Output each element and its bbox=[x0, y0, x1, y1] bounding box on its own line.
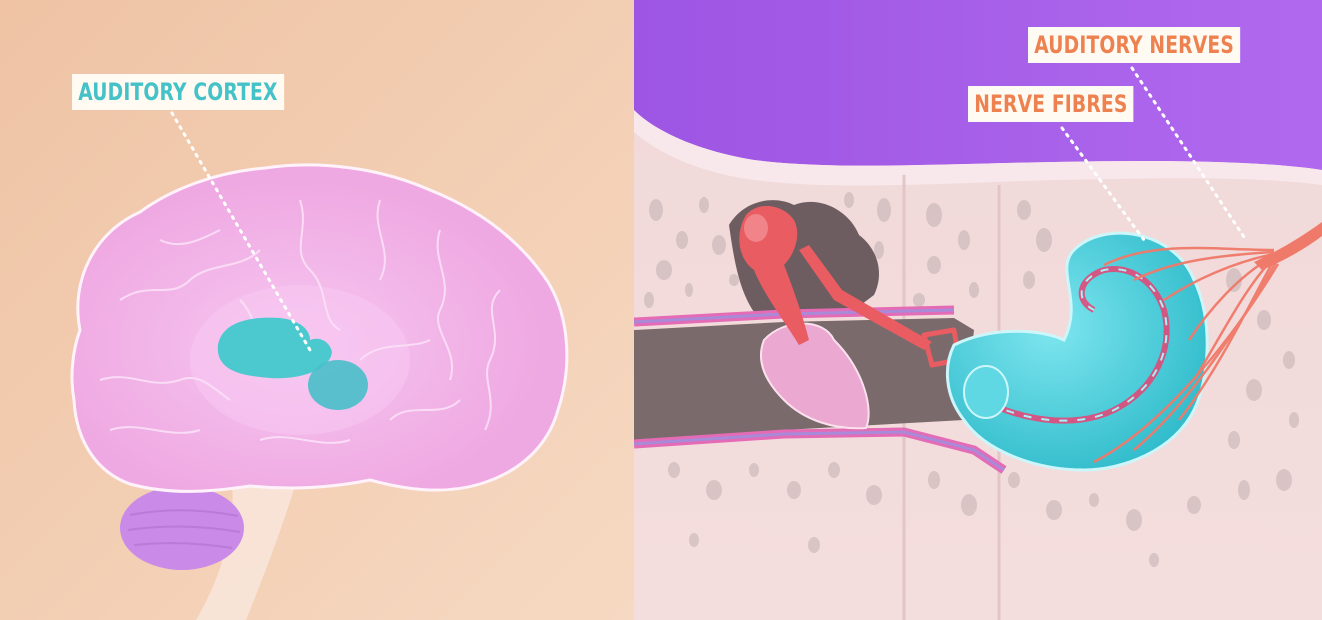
nerves-leader-line bbox=[1130, 66, 1248, 242]
auditory-cortex-region bbox=[217, 317, 332, 379]
nerve-fibres-label: NERVE FIBRES bbox=[968, 86, 1134, 122]
auditory-cortex-lobe bbox=[308, 360, 368, 410]
brain-panel: AUDITORY CORTEX bbox=[0, 0, 634, 620]
auditory-nerves-label: AUDITORY NERVES bbox=[1028, 27, 1241, 63]
cortex-leader-line bbox=[170, 111, 312, 352]
brain-tissue bbox=[634, 0, 1322, 170]
fibres-leader-line bbox=[1060, 126, 1146, 242]
auditory-nerve bbox=[1254, 222, 1322, 270]
eardrum bbox=[759, 322, 870, 430]
brain-illustration bbox=[0, 0, 634, 620]
auditory-cortex-label: AUDITORY CORTEX bbox=[72, 74, 284, 110]
bone-pores bbox=[644, 192, 1299, 567]
nerve-fibres bbox=[1093, 246, 1280, 464]
brainstem bbox=[196, 470, 300, 620]
incus bbox=[799, 245, 932, 350]
cerebellum bbox=[120, 486, 244, 570]
